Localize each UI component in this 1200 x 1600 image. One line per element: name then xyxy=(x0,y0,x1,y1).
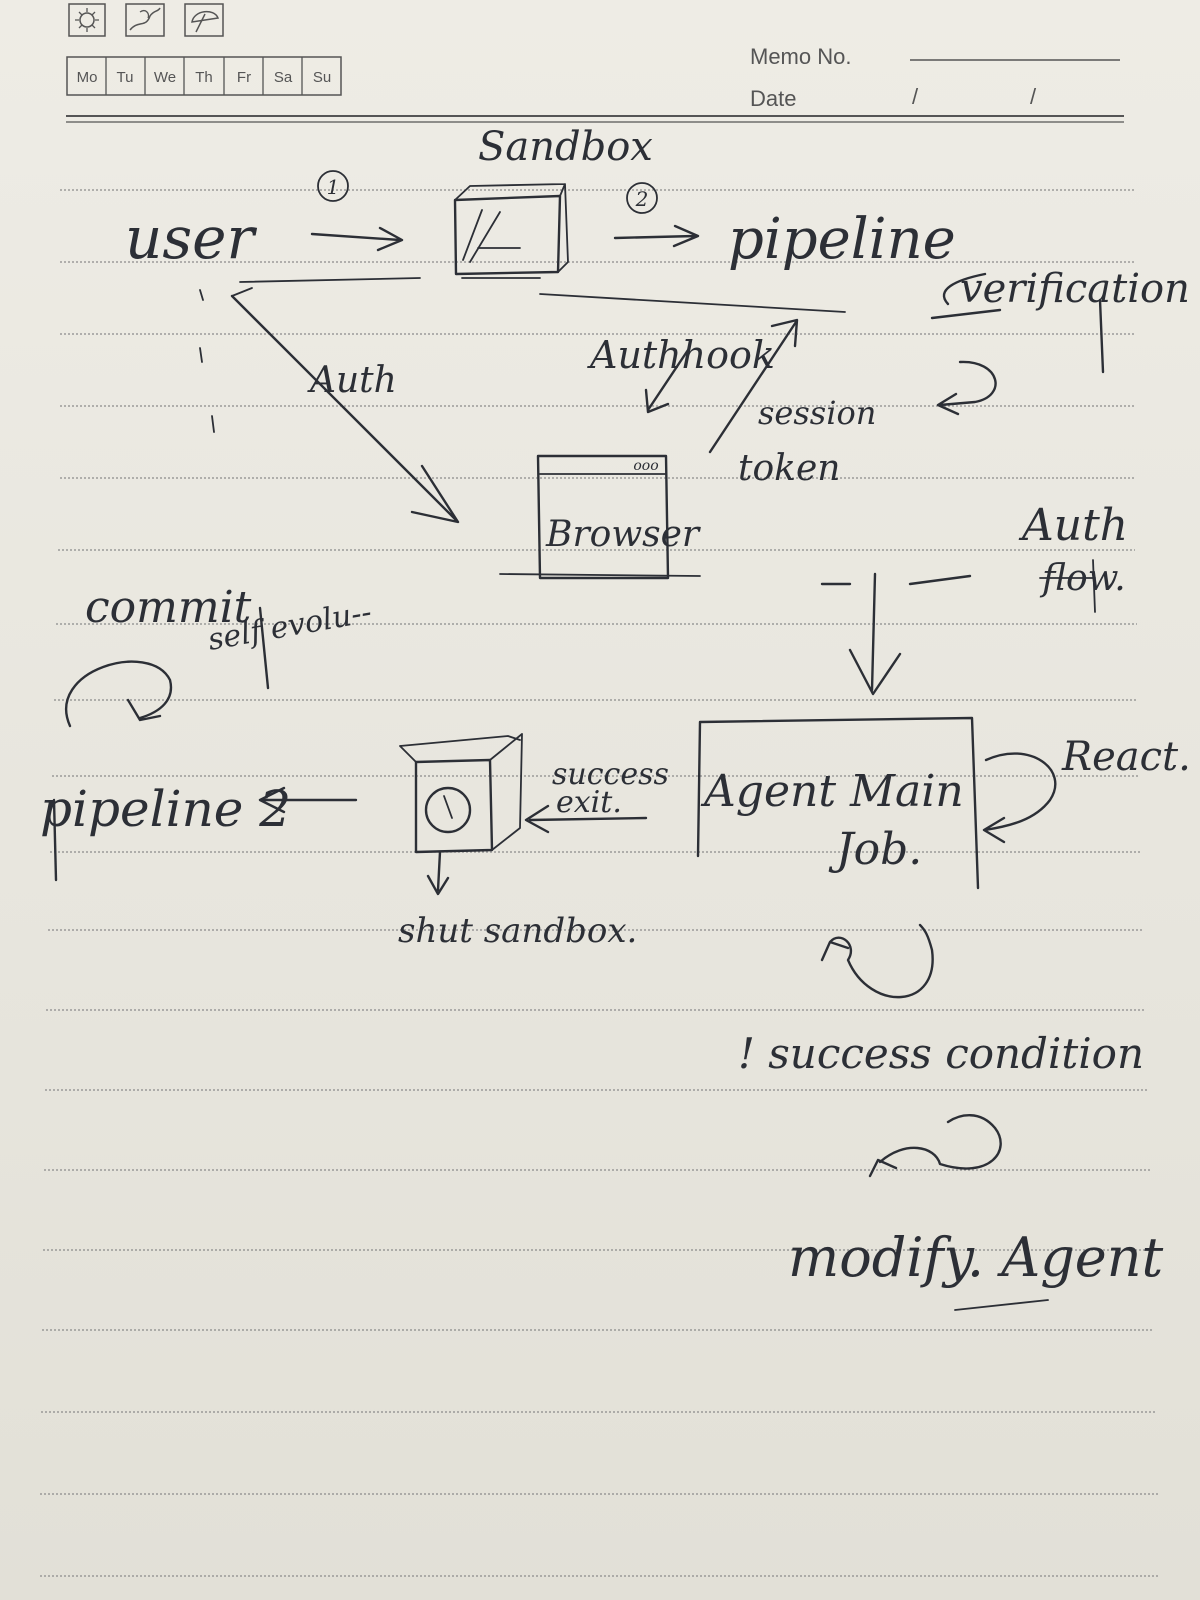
auth-arrow xyxy=(230,294,460,524)
browser-label: Browser xyxy=(545,514,701,555)
weekday-su: Su xyxy=(313,69,331,86)
underline-top-row xyxy=(539,293,846,313)
date-separator-1: / xyxy=(912,84,919,109)
verification-label: verification xyxy=(960,266,1190,312)
auth-flow-label-1: Auth xyxy=(1018,500,1128,551)
ruled-lines xyxy=(40,189,1160,1577)
cloud-icon xyxy=(125,3,165,37)
weekday-tu: Tu xyxy=(117,69,134,86)
commit-loop-arrow xyxy=(65,660,173,728)
weekday-we: We xyxy=(154,69,176,86)
browser-dots: ooo xyxy=(633,458,658,474)
success-exit-arrow xyxy=(524,804,648,834)
underline-user xyxy=(239,277,421,283)
weekday-row: Mo Tu We Th Fr Sa Su xyxy=(66,56,342,96)
date-separator-2: / xyxy=(1030,84,1037,109)
modify-loop-arrow xyxy=(868,1114,1002,1178)
sun-icon xyxy=(68,3,106,37)
date-label: Date xyxy=(750,86,796,111)
authhook-arrow xyxy=(644,348,690,414)
react-label: React. xyxy=(1061,734,1191,780)
agent-main-job-node: Agent Main Job. xyxy=(696,716,980,890)
job-label: Job. xyxy=(828,824,922,875)
auth-label: Auth xyxy=(307,360,397,401)
react-loop-arrow xyxy=(982,752,1057,844)
agent-loop-arrow xyxy=(820,923,934,999)
pipeline-node: pipeline xyxy=(728,207,956,272)
memo-date-block: Memo No. Date / / xyxy=(66,44,1124,123)
commit-label: commit xyxy=(85,582,252,633)
weekday-fr: Fr xyxy=(237,69,251,86)
arrow-sandbox-to-pipeline xyxy=(613,224,700,248)
verification-loop-arrow xyxy=(936,360,997,416)
step-1-label: 1 xyxy=(327,175,340,199)
browser-node: ooo Browser xyxy=(499,454,701,580)
pipeline-2-stroke xyxy=(52,798,58,882)
success-condition-label: ! success condition xyxy=(738,1029,1144,1078)
weekday-sa: Sa xyxy=(274,69,293,86)
token-label: token xyxy=(738,448,840,489)
session-token-arrow xyxy=(708,318,799,454)
step-2-circle xyxy=(626,182,658,214)
verification-arrow xyxy=(930,272,1002,320)
pipeline-2-node: pipeline 2 xyxy=(40,780,291,838)
weekday-mo: Mo xyxy=(77,69,98,86)
arrow-user-to-sandbox xyxy=(310,226,404,252)
step-1-circle xyxy=(317,170,349,202)
step-2-label: 2 xyxy=(635,187,649,211)
clock-icon xyxy=(424,786,472,834)
return-arrow-head xyxy=(231,287,253,297)
session-label: session xyxy=(758,394,876,432)
umbrella-icon xyxy=(184,3,224,37)
modify-agent-label: modify. Agent xyxy=(788,1226,1164,1289)
auth-flow-stroke xyxy=(1039,559,1096,613)
memo-label: Memo No. xyxy=(750,44,851,69)
arrow-to-pipeline-2 xyxy=(258,786,358,814)
weekday-th: Th xyxy=(195,69,213,86)
sandbox-icon xyxy=(453,183,569,279)
self-evolve-stroke xyxy=(258,606,270,690)
dashed-return-line xyxy=(199,289,215,433)
closed-sandbox-icon xyxy=(399,733,523,896)
weather-icons xyxy=(68,3,224,37)
user-node: user xyxy=(125,204,257,272)
modify-agent-underline xyxy=(954,1299,1049,1311)
auth-flow-down-arrow xyxy=(848,572,902,696)
success-label: success xyxy=(552,757,669,792)
verification-tick xyxy=(1098,298,1105,374)
exit-label: exit. xyxy=(556,785,622,820)
sandbox-label: Sandbox xyxy=(478,124,653,170)
shut-sandbox-label: shut sandbox. xyxy=(398,911,637,951)
shut-sandbox-arrow xyxy=(426,850,450,896)
agent-main-label: Agent Main xyxy=(700,766,964,817)
authhook-label: Authhook xyxy=(587,333,775,377)
auth-flow-arrow-line xyxy=(820,574,972,586)
